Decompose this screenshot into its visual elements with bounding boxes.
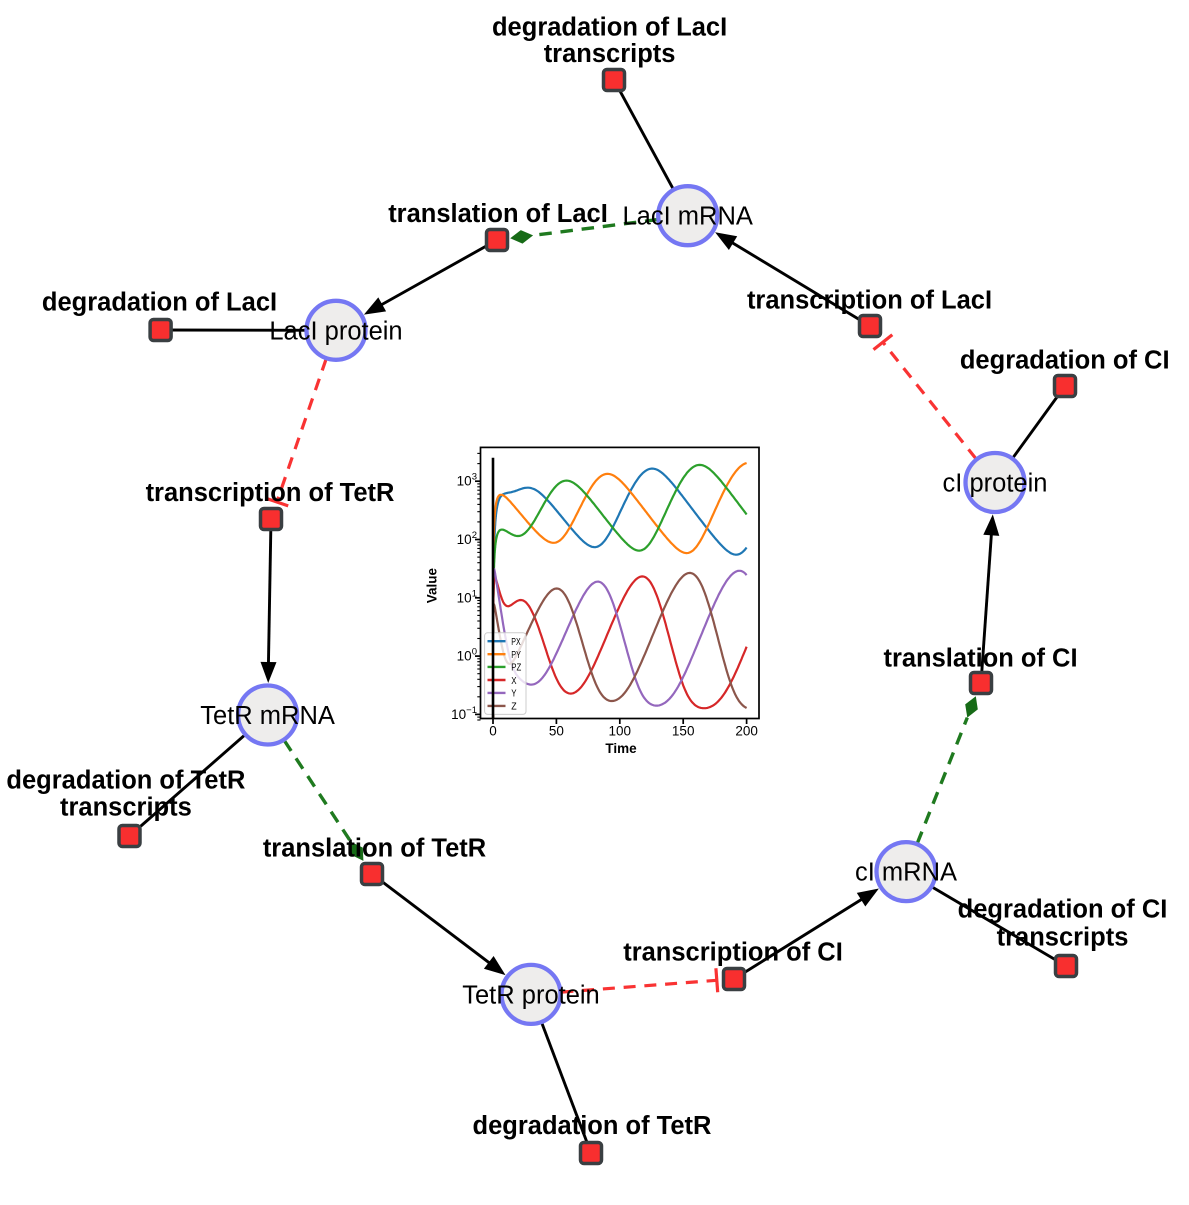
svg-text:translation of LacI: translation of LacI xyxy=(388,200,608,228)
svg-text:PY: PY xyxy=(511,650,521,661)
svg-text:translation of TetR: translation of TetR xyxy=(263,835,486,863)
svg-text:Time: Time xyxy=(605,741,637,756)
svg-text:Z: Z xyxy=(511,702,516,713)
svg-text:PZ: PZ xyxy=(511,663,521,674)
svg-text:transcription of LacI: transcription of LacI xyxy=(747,287,992,315)
svg-text:200: 200 xyxy=(735,724,758,739)
svg-text:TetR mRNA: TetR mRNA xyxy=(200,702,335,730)
svg-text:TetR protein: TetR protein xyxy=(462,981,600,1009)
svg-text:LacI mRNA: LacI mRNA xyxy=(623,203,753,231)
svg-text:50: 50 xyxy=(549,724,564,739)
svg-text:degradation of LacI: degradation of LacI xyxy=(42,289,277,317)
svg-text:degradation of CI: degradation of CI xyxy=(958,896,1168,924)
svg-text:150: 150 xyxy=(672,724,695,739)
svg-text:cI protein: cI protein xyxy=(943,470,1048,498)
svg-text:degradation of TetR: degradation of TetR xyxy=(473,1112,712,1140)
svg-text:X: X xyxy=(511,676,517,687)
svg-text:degradation of TetR: degradation of TetR xyxy=(6,766,245,794)
svg-text:100: 100 xyxy=(609,724,632,739)
svg-text:Y: Y xyxy=(511,689,517,700)
svg-text:cI mRNA: cI mRNA xyxy=(855,859,957,887)
svg-text:translation of CI: translation of CI xyxy=(883,645,1077,673)
svg-text:degradation of LacI: degradation of LacI xyxy=(492,13,727,41)
svg-text:transcription of TetR: transcription of TetR xyxy=(146,479,395,507)
svg-text:transcripts: transcripts xyxy=(544,40,676,68)
svg-text:degradation of CI: degradation of CI xyxy=(960,347,1170,375)
svg-text:PX: PX xyxy=(511,637,521,648)
svg-text:transcripts: transcripts xyxy=(997,924,1129,952)
svg-text:0: 0 xyxy=(489,724,497,739)
svg-text:transcription of CI: transcription of CI xyxy=(623,939,843,967)
svg-text:Value: Value xyxy=(425,567,440,603)
svg-text:LacI protein: LacI protein xyxy=(269,317,402,345)
svg-text:transcripts: transcripts xyxy=(60,794,192,822)
